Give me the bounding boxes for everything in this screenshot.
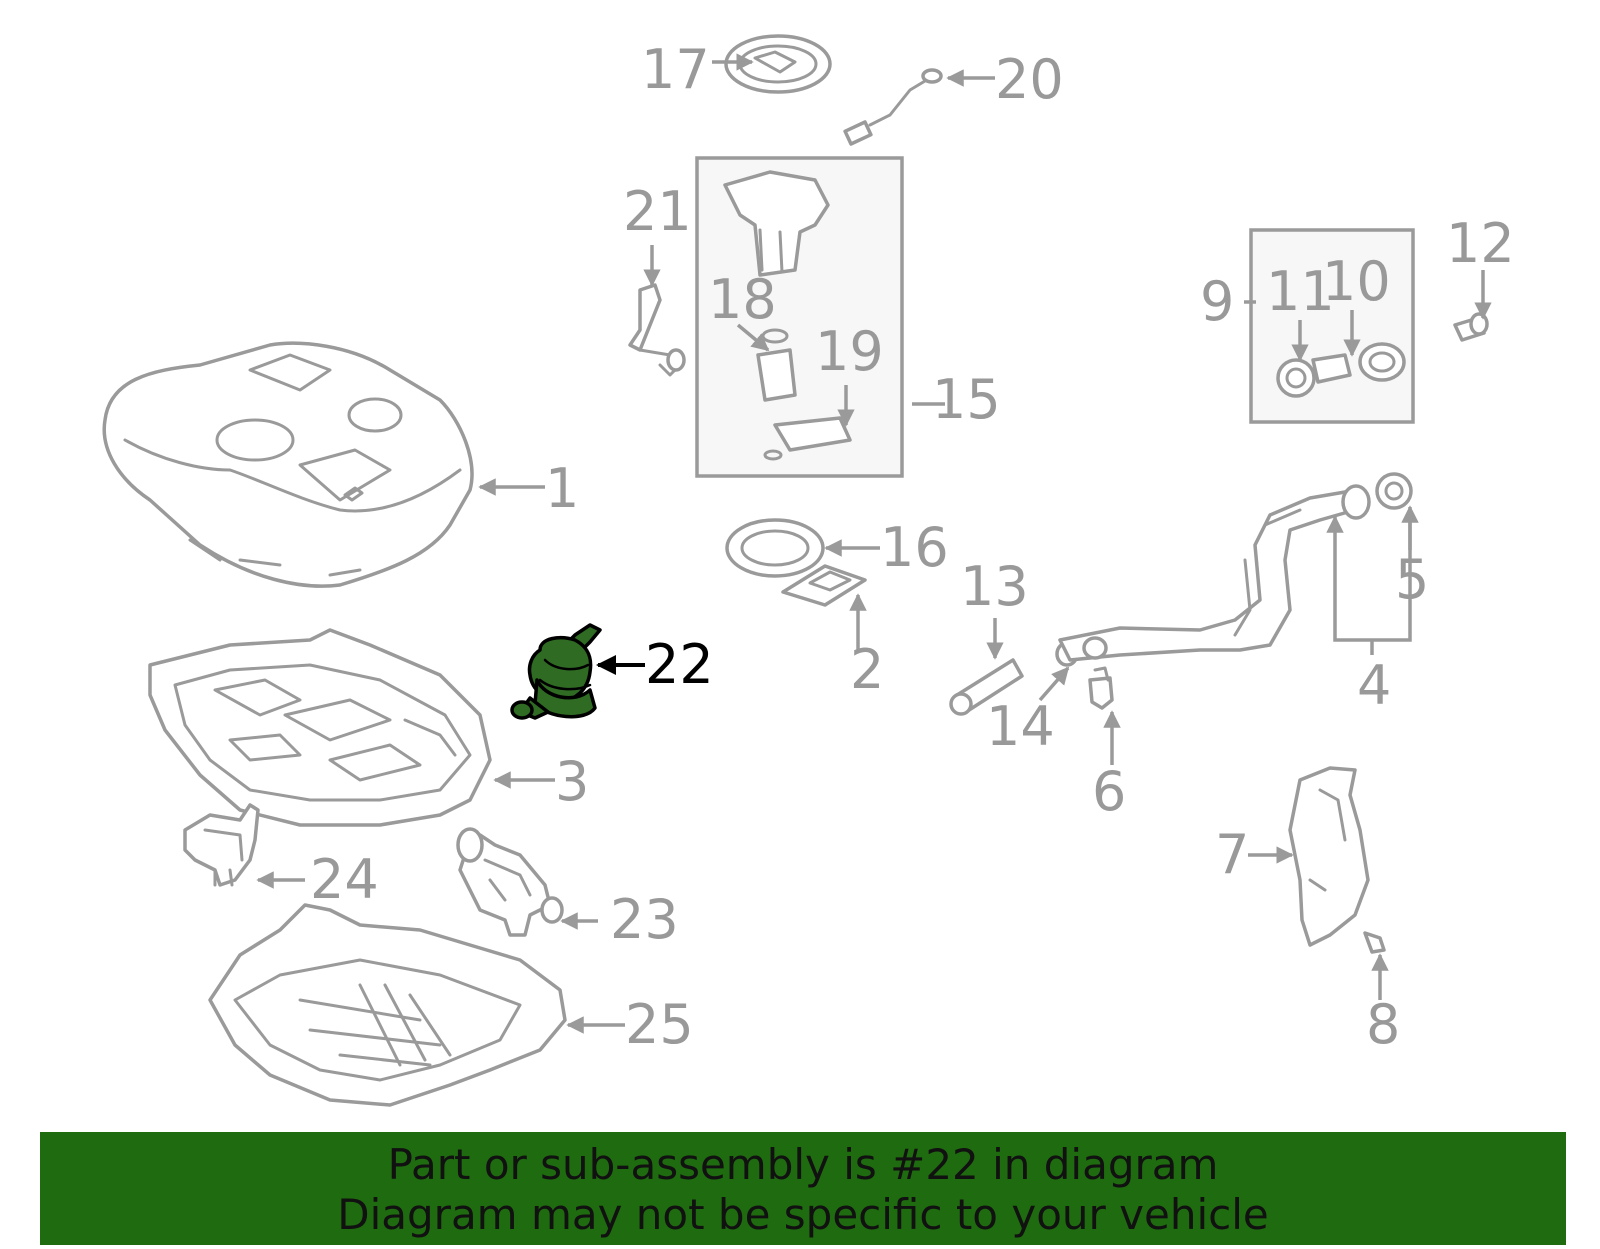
part-2-gasket: [781, 564, 867, 607]
callout-6: 6: [1092, 760, 1126, 823]
part-24-bracket: [183, 803, 260, 887]
callout-7: 7: [1215, 823, 1249, 886]
callout-20: 20: [995, 48, 1064, 111]
callout-24: 24: [310, 848, 379, 911]
callout-1: 1: [545, 457, 579, 520]
callout-22: 22: [645, 633, 714, 696]
callout-14: 14: [986, 695, 1055, 758]
part-22-check-valve: [510, 623, 602, 720]
callout-11: 11: [1266, 260, 1335, 323]
part-25-under-shield: [208, 903, 567, 1107]
callout-13: 13: [960, 555, 1029, 618]
callout-labels: 1 2 3 4 5 6 7 8 9 10 11 12 13 14 15 16 1…: [310, 38, 1515, 1056]
part-15-pump-module-box: [695, 156, 904, 478]
part-16-lock-ring: [725, 518, 825, 578]
callout-18: 18: [708, 268, 777, 331]
callout-23: 23: [610, 888, 679, 951]
part-6-rollover-valve: [1088, 666, 1114, 710]
callout-21: 21: [623, 180, 692, 243]
callout-3: 3: [555, 750, 589, 813]
callout-19: 19: [815, 320, 884, 383]
callout-25: 25: [625, 993, 694, 1056]
callout-17: 17: [641, 38, 710, 101]
part-21-fuel-level-sender: [628, 283, 686, 377]
part-13-hose: [949, 658, 1024, 716]
callout-10: 10: [1322, 250, 1391, 313]
part-info-banner: Part or sub-assembly is #22 in diagram D…: [40, 1132, 1566, 1245]
callout-4: 4: [1357, 654, 1391, 717]
callout-2: 2: [850, 638, 884, 701]
part-9-box: [1249, 228, 1415, 424]
callout-15: 15: [932, 368, 1001, 431]
callout-5: 5: [1395, 548, 1429, 611]
callout-12: 12: [1446, 212, 1515, 275]
part-20-wire-harness: [843, 68, 943, 146]
part-1-fuel-tank: [102, 341, 474, 588]
callout-16: 16: [880, 516, 949, 579]
callout-8: 8: [1366, 993, 1400, 1056]
part-4-filler-pipe: [1058, 484, 1371, 662]
part-8-clip: [1363, 931, 1386, 954]
part-17-cover-plate: [724, 34, 832, 94]
leader-lines: [256, 53, 1492, 1034]
banner-line-disclaimer: Diagram may not be specific to your vehi…: [337, 1190, 1269, 1239]
part-7-protector: [1288, 766, 1370, 947]
callout-9: 9: [1200, 270, 1234, 333]
part-5-ring: [1375, 472, 1413, 510]
part-3-tank-shield: [148, 628, 492, 827]
part-23-canister: [456, 827, 564, 937]
banner-line-part-number: Part or sub-assembly is #22 in diagram: [387, 1140, 1219, 1189]
